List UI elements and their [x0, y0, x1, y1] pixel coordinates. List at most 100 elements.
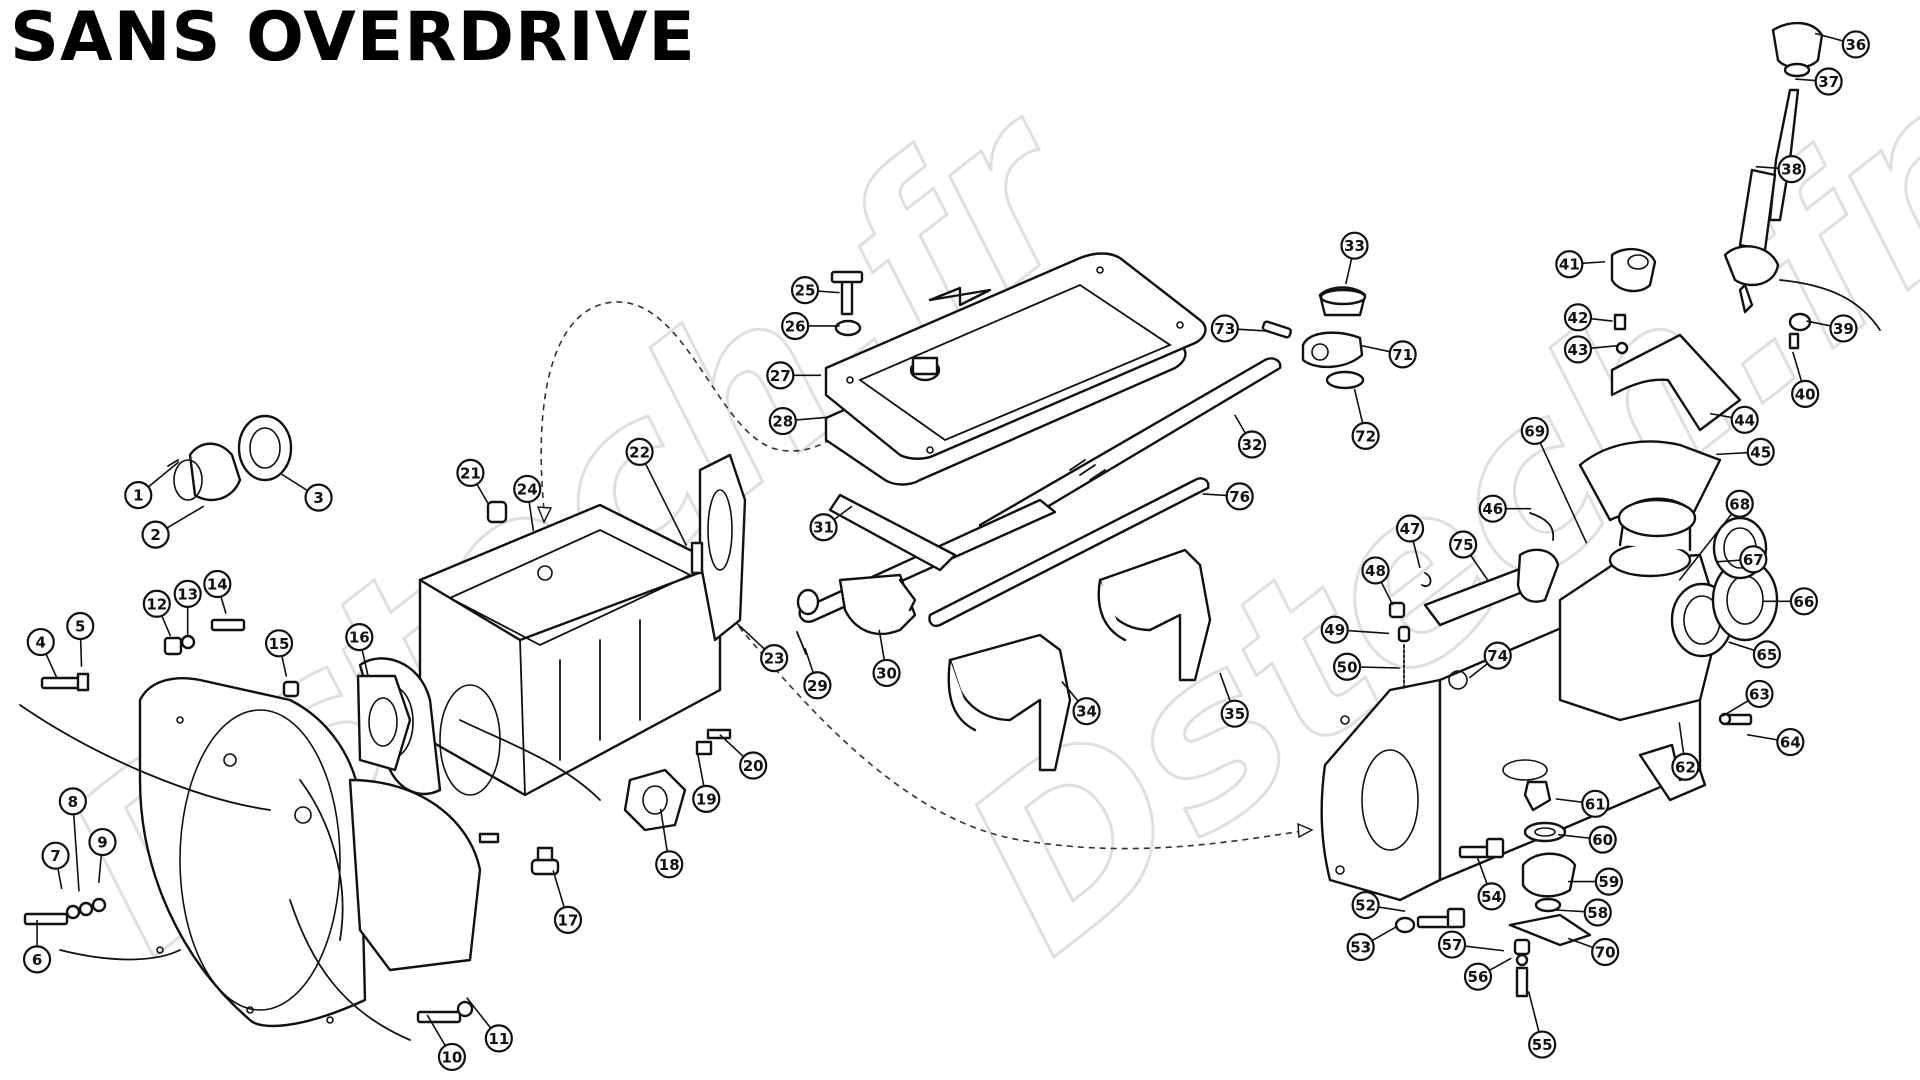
callout-circle-23 [760, 644, 789, 673]
callout-circle-75 [1449, 530, 1478, 559]
callout-circle-10 [437, 1042, 467, 1072]
callout-number-9: 9 [97, 834, 107, 852]
callout-22: 22 [625, 437, 688, 547]
callout-number-48: 48 [1365, 562, 1386, 580]
arrowhead-extension [1297, 822, 1314, 839]
callout-circle-25 [790, 276, 820, 305]
callout-6: 6 [22, 919, 52, 974]
callout-number-73: 73 [1214, 320, 1235, 338]
callout-number-10: 10 [441, 1048, 462, 1066]
callout-circle-54 [1477, 882, 1506, 911]
callout-50: 50 [1332, 652, 1401, 681]
callout-55: 55 [1527, 991, 1557, 1059]
callout-number-76: 76 [1229, 488, 1250, 506]
callout-circle-61 [1581, 789, 1610, 818]
callout-number-38: 38 [1781, 161, 1802, 179]
callout-number-42: 42 [1568, 309, 1589, 327]
callout-67: 67 [1716, 545, 1768, 574]
rear-extension [1320, 497, 1779, 902]
callout-9: 9 [88, 827, 117, 883]
callout-circle-46 [1478, 494, 1507, 523]
callout-number-67: 67 [1743, 551, 1764, 569]
callout-circle-7 [41, 841, 70, 870]
callout-number-54: 54 [1481, 888, 1502, 906]
callout-circle-50 [1332, 652, 1362, 681]
callout-number-16: 16 [349, 629, 370, 647]
callout-circle-8 [58, 787, 87, 816]
callout-number-36: 36 [1845, 36, 1866, 54]
callout-number-63: 63 [1749, 685, 1770, 703]
callout-circle-67 [1739, 545, 1768, 574]
callout-number-71: 71 [1392, 346, 1413, 364]
callout-circle-65 [1752, 640, 1781, 669]
callout-54: 54 [1475, 855, 1506, 911]
callout-circle-29 [803, 671, 832, 700]
callout-number-50: 50 [1337, 658, 1358, 676]
callout-3: 3 [281, 473, 333, 512]
callout-number-43: 43 [1568, 341, 1589, 359]
callout-11: 11 [466, 997, 513, 1053]
callout-38: 38 [1755, 155, 1806, 184]
callout-43: 43 [1563, 335, 1618, 364]
callout-number-11: 11 [488, 1030, 509, 1048]
callout-number-28: 28 [772, 413, 793, 431]
callout-circle-30 [872, 658, 901, 688]
callout-circle-70 [1591, 937, 1620, 967]
callout-4: 4 [26, 627, 58, 679]
callout-24: 24 [513, 474, 542, 532]
callout-8: 8 [58, 787, 87, 892]
callout-61: 61 [1555, 789, 1610, 818]
callout-number-33: 33 [1344, 237, 1365, 255]
callout-number-20: 20 [743, 757, 764, 775]
callout-circle-53 [1346, 932, 1375, 962]
leader-line-22 [638, 451, 688, 547]
callout-number-5: 5 [75, 618, 85, 636]
callout-1: 1 [124, 461, 180, 510]
callout-23: 23 [736, 622, 789, 673]
callout-68: 68 [1678, 489, 1754, 581]
callout-circle-6 [22, 945, 52, 974]
speedo-parts [1388, 512, 1753, 998]
callout-circle-43 [1563, 335, 1593, 364]
callout-circle-38 [1777, 155, 1806, 184]
callout-12: 12 [142, 589, 172, 637]
callout-number-65: 65 [1756, 646, 1777, 664]
callout-10: 10 [426, 1014, 467, 1072]
callout-number-70: 70 [1595, 943, 1616, 961]
callout-circle-21 [456, 458, 485, 488]
callout-44: 44 [1709, 405, 1759, 434]
callout-circle-12 [142, 589, 171, 618]
callout-circle-66 [1789, 587, 1819, 616]
page-title: SANS OVERDRIVE [10, 0, 696, 77]
callout-53: 53 [1346, 925, 1399, 962]
callout-circle-63 [1745, 679, 1774, 709]
callout-number-52: 52 [1355, 897, 1376, 915]
callout-57: 57 [1437, 930, 1504, 959]
callout-27: 27 [766, 361, 822, 390]
callout-circle-42 [1563, 303, 1593, 332]
callout-33: 33 [1340, 231, 1369, 285]
callout-30: 30 [872, 629, 901, 688]
callout-number-61: 61 [1585, 795, 1606, 813]
callout-circle-60 [1588, 825, 1617, 854]
callout-36: 36 [1814, 30, 1870, 59]
callout-circle-40 [1791, 379, 1820, 408]
callout-40: 40 [1791, 351, 1820, 408]
callout-circle-35 [1220, 699, 1249, 728]
callout-circle-58 [1583, 898, 1612, 927]
callout-number-62: 62 [1675, 758, 1696, 776]
callout-circle-16 [345, 623, 374, 652]
callout-circle-47 [1395, 514, 1425, 543]
callout-number-37: 37 [1818, 73, 1839, 91]
callout-number-69: 69 [1524, 422, 1545, 440]
callout-number-17: 17 [558, 911, 579, 929]
callout-circle-22 [625, 437, 654, 467]
callout-number-39: 39 [1833, 320, 1854, 338]
callout-circle-33 [1340, 231, 1369, 260]
callout-number-4: 4 [36, 634, 46, 652]
callout-14: 14 [203, 569, 232, 614]
callout-number-14: 14 [207, 576, 228, 594]
callout-39: 39 [1806, 314, 1858, 343]
top-cover [824, 252, 1207, 486]
callout-number-49: 49 [1324, 621, 1345, 639]
